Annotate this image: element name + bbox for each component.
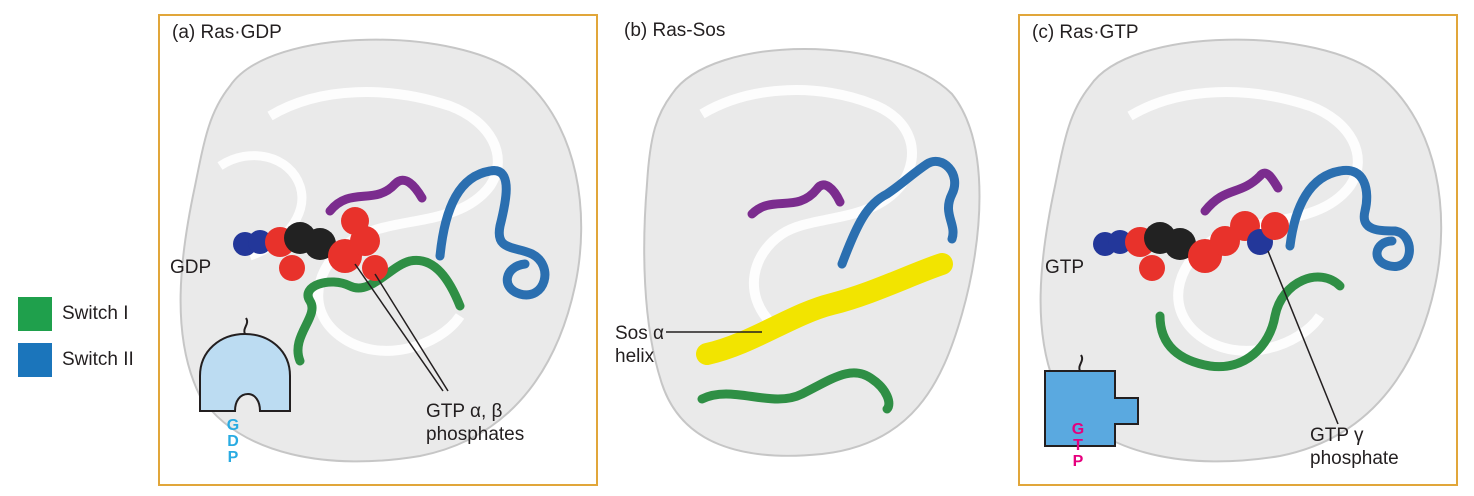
callout-line-2: phosphate <box>1310 448 1399 469</box>
letter: T <box>1073 437 1083 454</box>
callout-line <box>374 273 449 392</box>
protein-surface <box>643 48 981 457</box>
ras-gtp-structure <box>1039 38 1443 463</box>
legend: Switch I Switch II <box>18 296 134 388</box>
callout-line <box>1267 250 1339 425</box>
panel-ras-sos: (b) Ras-Sos Sos α helix <box>612 14 992 486</box>
p-loop <box>325 175 427 216</box>
legend-label: Switch II <box>62 349 134 370</box>
switch-2-swatch <box>18 343 52 377</box>
letter: D <box>227 433 239 450</box>
panel-title: (a) Ras·GDP <box>172 22 282 43</box>
callout-line-1: GTP γ <box>1310 425 1364 446</box>
switch-2-region <box>435 166 550 300</box>
sos-helix-callout: Sos α helix <box>615 322 664 368</box>
letter: P <box>227 449 239 466</box>
ras-gdp-structure <box>179 38 583 463</box>
nucleotide-spheres <box>1093 211 1289 281</box>
gdp-letters: G D P <box>223 418 243 466</box>
switch-1-swatch <box>18 297 52 331</box>
callout-line-1: GTP α, β <box>426 401 503 422</box>
nucleotide-spheres <box>233 207 388 281</box>
callout-line-1: Sos α <box>615 323 665 344</box>
letter: P <box>1072 453 1084 470</box>
switch-1-region <box>1155 272 1345 372</box>
gtp-cartoon-icon <box>1044 354 1139 447</box>
callout-line <box>354 263 444 392</box>
protein-surface <box>1039 38 1443 463</box>
phosphate-callout: GTP γ phosphate <box>1310 424 1399 470</box>
panel-title: (c) Ras·GTP <box>1032 22 1139 43</box>
letter: G <box>1071 421 1085 438</box>
p-loop <box>1200 168 1283 216</box>
callout-line-2: phosphates <box>426 424 525 445</box>
switch-2-region <box>1285 165 1414 271</box>
panel-title: (b) Ras-Sos <box>624 20 726 41</box>
legend-label: Switch I <box>62 303 129 324</box>
gtp-letters: G T P <box>1068 422 1088 470</box>
ras-sos-structure <box>643 48 981 457</box>
legend-item-switch-1: Switch I <box>18 296 134 332</box>
sos-helix <box>696 253 953 365</box>
callout-line-2: helix <box>615 346 655 367</box>
switch-1-region <box>293 255 465 366</box>
gtp-label: GTP <box>1045 257 1085 278</box>
legend-item-switch-2: Switch II <box>18 342 134 378</box>
p-loop <box>747 180 845 219</box>
switch-2-region <box>837 156 960 269</box>
panel-ras-gdp: (a) Ras·GDP GDP GTP α, β phosphates G D … <box>158 14 598 486</box>
ribbon-backbone <box>267 87 503 356</box>
gdp-label: GDP <box>170 257 212 278</box>
gdp-cartoon-icon <box>199 317 291 412</box>
panel-ras-gtp: (c) Ras·GTP GTP GTP γ phosphate G T P <box>1018 14 1458 486</box>
phosphate-callout: GTP α, β phosphates <box>426 400 524 446</box>
letter: G <box>226 417 240 434</box>
switch-1-region <box>697 368 894 414</box>
